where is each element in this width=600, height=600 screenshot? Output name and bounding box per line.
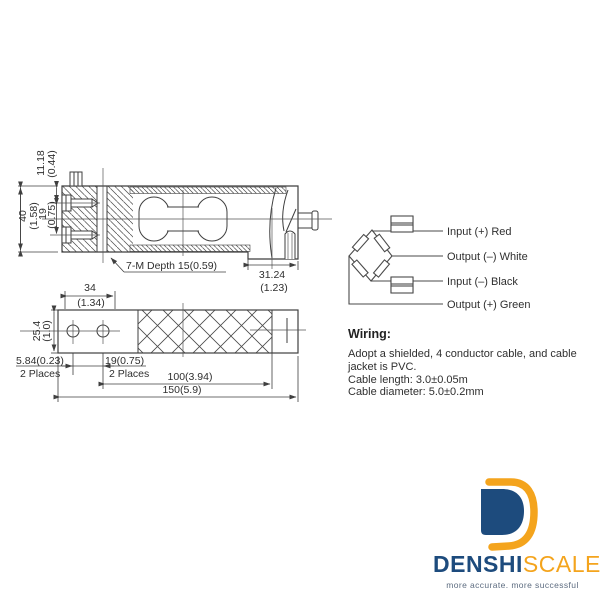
dim-19: 19 [37, 208, 49, 220]
gauge-2 [373, 233, 391, 253]
thread-note: 7-M Depth 15(0.59) [126, 260, 217, 272]
gauge-1 [351, 233, 370, 253]
top-pin [69, 171, 83, 187]
label-output-pos: Output (+) Green [447, 299, 530, 311]
dim-254-in: (1.0) [41, 320, 53, 342]
wiring-notes-line1: Adopt a shielded, 4 conductor cable, and… [348, 348, 577, 360]
dim-254: 25.4 [31, 321, 43, 342]
dim-holedia: 5.84(0.23) [16, 355, 64, 367]
logo-text-denshi: DENSHI [433, 551, 523, 577]
gauge-3 [351, 259, 369, 278]
side-dimensions [18, 181, 299, 273]
logo-d-blue [481, 489, 524, 535]
wiring-notes-line4: Cable diameter: 5.0±0.2mm [348, 386, 484, 399]
bridge-diamond [348, 229, 393, 282]
label-output-neg: Output (–) White [447, 251, 528, 263]
dim-40-in: (1.58) [28, 202, 40, 229]
top-serration-strip [129, 186, 287, 194]
wiring-notes-line3: Cable length: 3.0±0.05m [348, 373, 468, 386]
dim-holedia-note: 2 Places [20, 368, 60, 380]
compensation-resistors-bottom [371, 276, 443, 294]
logo-d-arc-orange [485, 478, 538, 551]
cable-boot-curve [269, 187, 277, 259]
dim-pitch: 19(0.75) [105, 355, 144, 367]
cable [298, 210, 319, 231]
cable-boot-curve-2 [282, 189, 289, 232]
side-view [18, 168, 332, 273]
dim-1118-in: (0.44) [46, 150, 58, 177]
wire-output-pos [348, 256, 443, 305]
dim-100: 100(3.94) [168, 371, 213, 383]
logo-d-mark [481, 478, 538, 551]
gauge-4 [372, 259, 391, 278]
dim-40: 40 [17, 210, 29, 222]
logo-text-scale: SCALE [522, 551, 600, 577]
dim-pitch-note: 2 Places [109, 368, 149, 380]
wiring-notes: Wiring: Adopt a shielded, 4 conductor ca… [348, 327, 596, 399]
logo-tagline: more accurate. more successful [446, 580, 579, 590]
dim-3124-in: (1.23) [260, 282, 287, 294]
label-input-neg: Input (–) Black [447, 276, 518, 288]
cable-gland-pin [284, 230, 296, 259]
top-centerlines [20, 303, 306, 357]
bottom-serration-strip [129, 244, 251, 252]
wiring-bridge-diagram [348, 215, 443, 305]
logo-wordmark: DENSHISCALE [433, 551, 600, 578]
dim-3124: 31.24 [259, 269, 285, 281]
side-centerlines [42, 168, 332, 269]
label-input-pos: Input (+) Red [447, 226, 512, 238]
top-view [16, 291, 306, 402]
dim-34: 34 [84, 282, 96, 294]
crosshatch-area [137, 309, 273, 354]
dim-1118: 11.18 [35, 150, 47, 176]
wiring-notes-title: Wiring: [348, 327, 391, 341]
wiring-notes-line2: jacket is PVC. [348, 360, 417, 373]
dim-150: 150(5.9) [162, 384, 201, 396]
top-dimensions [16, 291, 299, 402]
dim-34-in: (1.34) [77, 297, 104, 309]
dim-19-in: (0.75) [46, 201, 58, 228]
compensation-resistors-top [372, 215, 443, 233]
